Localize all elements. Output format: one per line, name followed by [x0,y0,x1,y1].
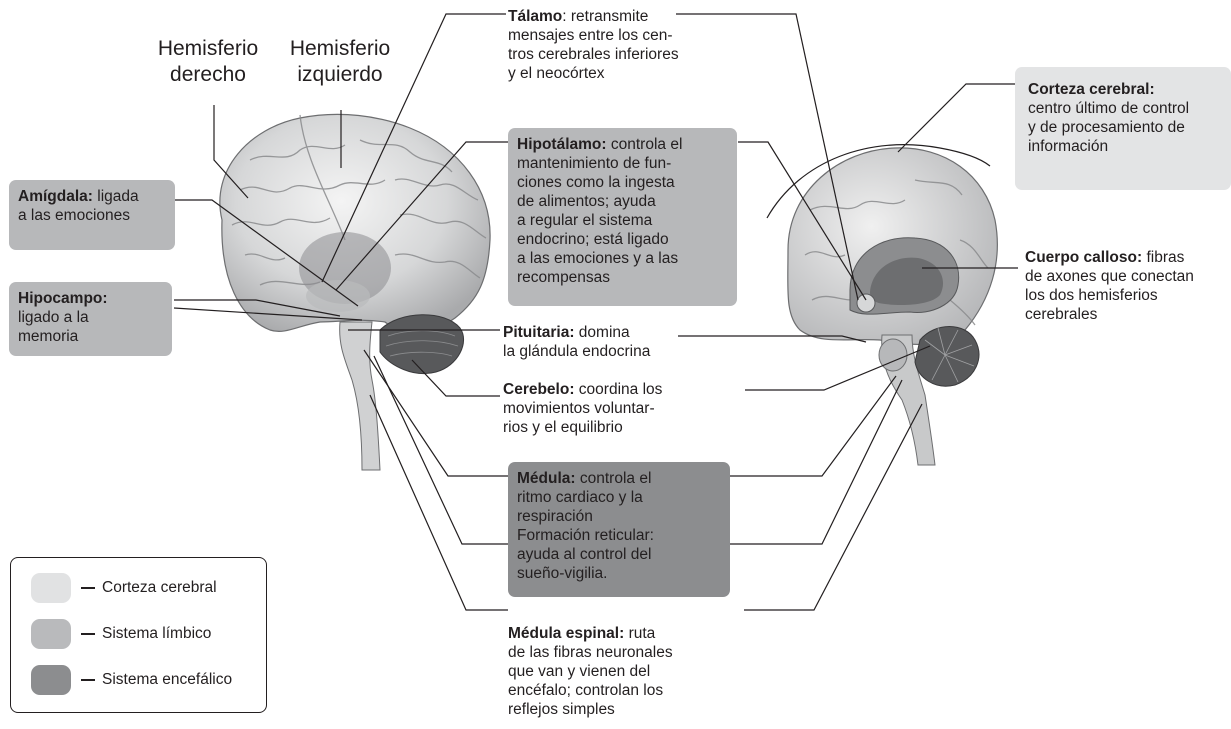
limbic-overlay [306,280,370,312]
hypothalamus-circle [857,294,875,312]
pituitaria-label: Pituitaria: domina la glándula endocrina [503,323,693,361]
medula-box: Médula: controla el ritmo cardiaco y la … [508,462,730,597]
hipocampo-term: Hipocampo: [18,290,108,307]
amigdala-label: Amígdala: ligada a las emociones [18,187,166,225]
legend-swatch-corteza [31,573,71,603]
cerebelo-term: Cerebelo: [503,381,575,398]
legend-swatch-encefalico [31,665,71,695]
legend-item-limbico: Sistema límbico [31,619,261,649]
legend-label-corteza: Corteza cerebral [102,578,217,597]
hipocampo-text: ligado a la memoria [18,309,89,345]
hipotalamo-text: controla el mantenimiento de fun- ciones… [517,136,682,286]
legend-dash [81,633,95,635]
sagittal-brain-illustration [767,145,997,465]
hipotalamo-term: Hipotálamo: [517,136,607,153]
hemisphere-right-label: Hemisferio derecho [148,36,268,88]
lateral-brainstem [340,322,380,470]
legend-item-corteza: Corteza cerebral [31,573,261,603]
legend: Corteza cerebral Sistema límbico Sistema… [10,557,267,713]
sagittal-cerebellum [915,327,979,387]
corteza-text: centro último de control y de procesamie… [1028,100,1189,155]
legend-label-limbico: Sistema límbico [102,624,211,643]
legend-item-encefalico: Sistema encefálico [31,665,261,695]
legend-dash [81,587,95,589]
medula-espinal-term: Médula espinal: [508,625,624,642]
talamo-label: Tálamo: retransmite mensajes entre los c… [508,7,718,83]
lateral-brain-illustration [220,114,490,470]
medula-term: Médula: [517,470,576,487]
talamo-term: Tálamo [508,8,562,25]
pons [879,339,907,371]
legend-dash [81,679,95,681]
amigdala-term: Amígdala: [18,188,93,205]
hipotalamo-label: Hipotálamo: controla el mantenimiento de… [517,135,728,287]
medula-label: Médula: controla el ritmo cardiaco y la … [517,469,721,583]
cuerpo-calloso-label: Cuerpo calloso: fibras de axones que con… [1025,248,1230,324]
cuerpo-calloso-term: Cuerpo calloso: [1025,249,1142,266]
hemisphere-left-label: Hemisferio izquierdo [280,36,400,88]
hipocampo-label: Hipocampo: ligado a la memoria [18,289,163,346]
corteza-box: Corteza cerebral: centro último de contr… [1015,67,1231,190]
medula-espinal-label: Médula espinal: ruta de las fibras neuro… [508,624,738,719]
hipocampo-box: Hipocampo: ligado a la memoria [9,282,172,356]
legend-label-encefalico: Sistema encefálico [102,670,232,689]
hipotalamo-box: Hipotálamo: controla el mantenimiento de… [508,128,737,306]
corteza-term: Corteza cerebral: [1028,81,1155,98]
amigdala-box: Amígdala: ligada a las emociones [9,180,175,250]
corteza-label: Corteza cerebral: centro último de contr… [1028,80,1222,156]
hemisphere-right-text: Hemisferio derecho [158,37,258,86]
cerebelo-label: Cerebelo: coordina los movimientos volun… [503,380,723,437]
hemisphere-left-text: Hemisferio izquierdo [290,37,390,86]
legend-swatch-limbico [31,619,71,649]
pituitaria-term: Pituitaria: [503,324,574,341]
